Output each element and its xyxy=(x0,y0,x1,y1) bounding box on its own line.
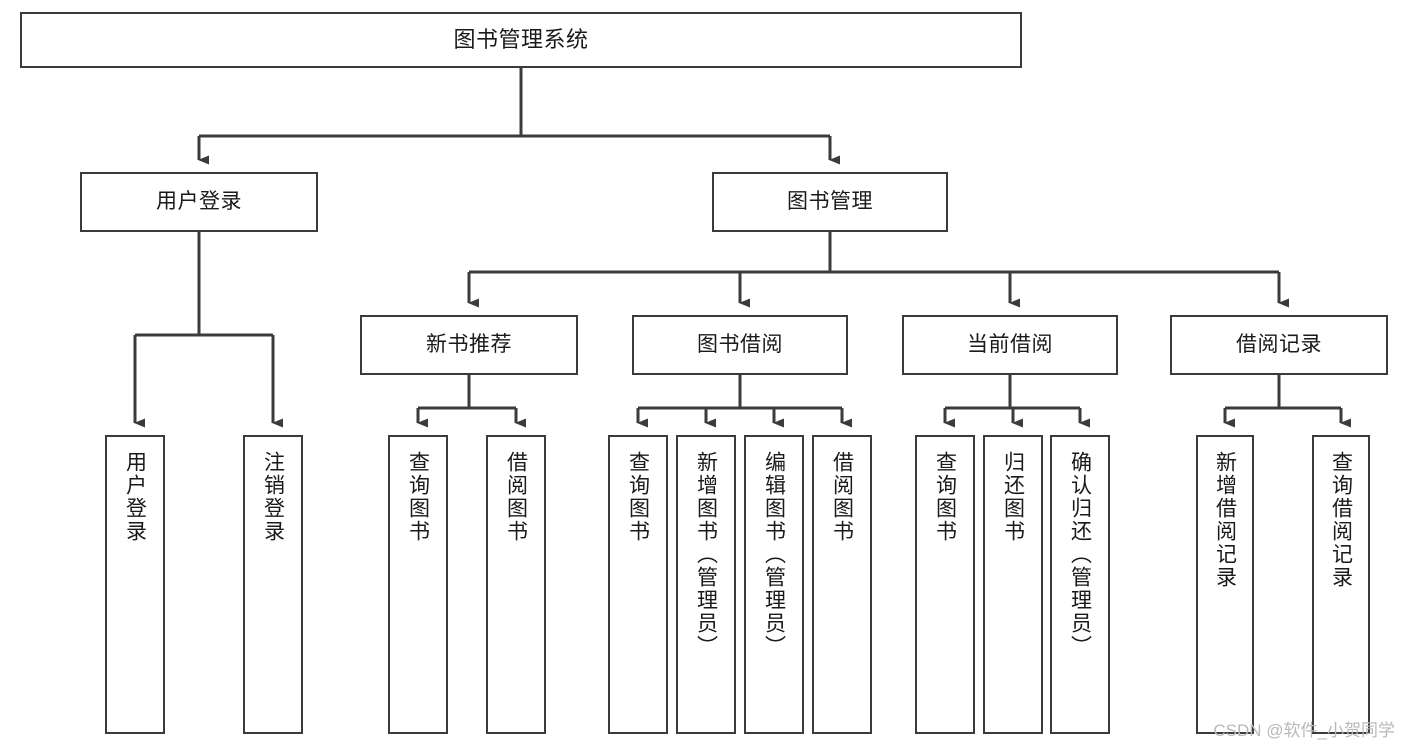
leaf-borrow-book[interactable]: 借阅图书 xyxy=(812,435,872,734)
node-label: 新增图书（管理员） xyxy=(694,451,718,658)
node-label: 归还图书 xyxy=(1001,451,1025,543)
node-label: 查询图书 xyxy=(626,451,650,543)
leaf-add-book[interactable]: 新增图书（管理员） xyxy=(676,435,736,734)
node-label: 用户登录 xyxy=(123,451,147,543)
node-label: 确认归还（管理员） xyxy=(1068,451,1092,658)
node-book-manage[interactable]: 图书管理 xyxy=(712,172,948,232)
node-user-login[interactable]: 用户登录 xyxy=(80,172,318,232)
leaf-add-borrow-record[interactable]: 新增借阅记录 xyxy=(1196,435,1254,734)
leaf-query-book-recommend[interactable]: 查询图书 xyxy=(388,435,448,734)
leaf-query-borrow-record[interactable]: 查询借阅记录 xyxy=(1312,435,1370,734)
node-root-system[interactable]: 图书管理系统 xyxy=(20,12,1022,68)
leaf-edit-book[interactable]: 编辑图书（管理员） xyxy=(744,435,804,734)
node-label: 当前借阅 xyxy=(967,333,1053,357)
node-new-book-recommend[interactable]: 新书推荐 xyxy=(360,315,578,375)
node-label: 图书管理 xyxy=(787,190,873,214)
leaf-return-book[interactable]: 归还图书 xyxy=(983,435,1043,734)
node-label: 编辑图书（管理员） xyxy=(762,451,786,658)
leaf-query-book-current[interactable]: 查询图书 xyxy=(915,435,975,734)
node-label: 图书管理系统 xyxy=(453,26,589,52)
node-label: 查询借阅记录 xyxy=(1329,451,1353,589)
node-label: 新书推荐 xyxy=(426,333,512,357)
leaf-confirm-return[interactable]: 确认归还（管理员） xyxy=(1050,435,1110,734)
node-label: 查询图书 xyxy=(406,451,430,543)
node-label: 查询图书 xyxy=(933,451,957,543)
node-label: 借阅图书 xyxy=(830,451,854,543)
node-label: 借阅图书 xyxy=(504,451,528,543)
node-borrow-record[interactable]: 借阅记录 xyxy=(1170,315,1388,375)
node-book-borrow[interactable]: 图书借阅 xyxy=(632,315,848,375)
node-current-borrow[interactable]: 当前借阅 xyxy=(902,315,1118,375)
node-label: 新增借阅记录 xyxy=(1213,451,1237,589)
leaf-query-book-borrow[interactable]: 查询图书 xyxy=(608,435,668,734)
node-label: 借阅记录 xyxy=(1236,333,1322,357)
leaf-borrow-book-recommend[interactable]: 借阅图书 xyxy=(486,435,546,734)
node-label: 注销登录 xyxy=(261,451,285,543)
leaf-user-login[interactable]: 用户登录 xyxy=(105,435,165,734)
leaf-logout[interactable]: 注销登录 xyxy=(243,435,303,734)
node-label: 图书借阅 xyxy=(697,333,783,357)
node-label: 用户登录 xyxy=(156,190,242,214)
